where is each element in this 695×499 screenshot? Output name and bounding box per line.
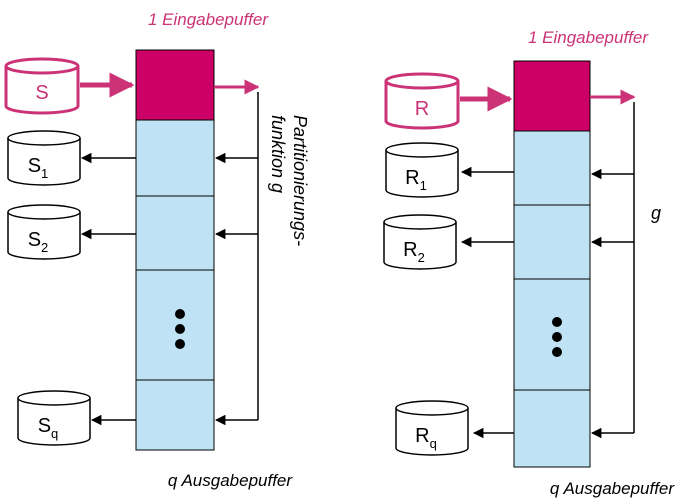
right-input-buffer [513,60,591,132]
left-output-buffer-1 [135,119,215,197]
right-output-buffer-1 [513,130,591,206]
right-partition-label-1: R1 [405,167,427,193]
left-output-buffer-2 [135,195,215,271]
left-input-caption: 1 Eingabepuffer [148,10,269,29]
right-partition-disk-2: R2 [383,214,457,270]
left-input-buffer [135,49,215,121]
left-function-label: Partitionierungs- funktion g [268,115,310,246]
right-function-label: g [651,203,661,223]
left-output-buffer-ellipsis [135,269,215,381]
right-output-buffer-ellipsis [513,278,591,391]
left-partition-disk-2: S2 [7,204,81,260]
right-partition-disk-1: R1 [385,142,459,198]
left-ellipsis-dots [175,309,185,349]
left-function-label-line1: Partitionierungs- [290,115,310,246]
left-partition-disk-q: Sq [17,390,91,446]
right-partition-disk-q: Rq [395,400,469,456]
right-output-caption: q Ausgabepuffer [550,479,675,498]
left-partition-label-1: S1 [28,155,49,181]
right-input-caption: 1 Eingabepuffer [528,28,649,47]
right-ellipsis-dots [552,317,562,357]
right-output-buffer-2 [513,204,591,280]
left-partition-label-q: Sq [38,415,59,441]
left-input-disk: S [4,57,80,115]
left-partition-label-2: S2 [28,229,49,255]
left-function-label-line2: funktion g [268,115,288,193]
right-partition-label-q: Rq [415,425,437,451]
right-output-buffer-q [513,389,591,468]
right-input-disk: R [384,72,460,130]
right-diagram: 1 Eingabepuffer R g [383,28,675,498]
left-partition-disk-1: S1 [7,130,81,186]
right-input-relation-label: R [415,98,429,120]
left-diagram: 1 Eingabepuffer S Partitionierungs- f [4,10,310,490]
left-output-caption: q Ausgabepuffer [168,471,293,490]
left-output-buffer-q [135,379,215,451]
left-input-relation-label: S [35,82,48,104]
right-partition-label-2: R2 [403,239,425,265]
